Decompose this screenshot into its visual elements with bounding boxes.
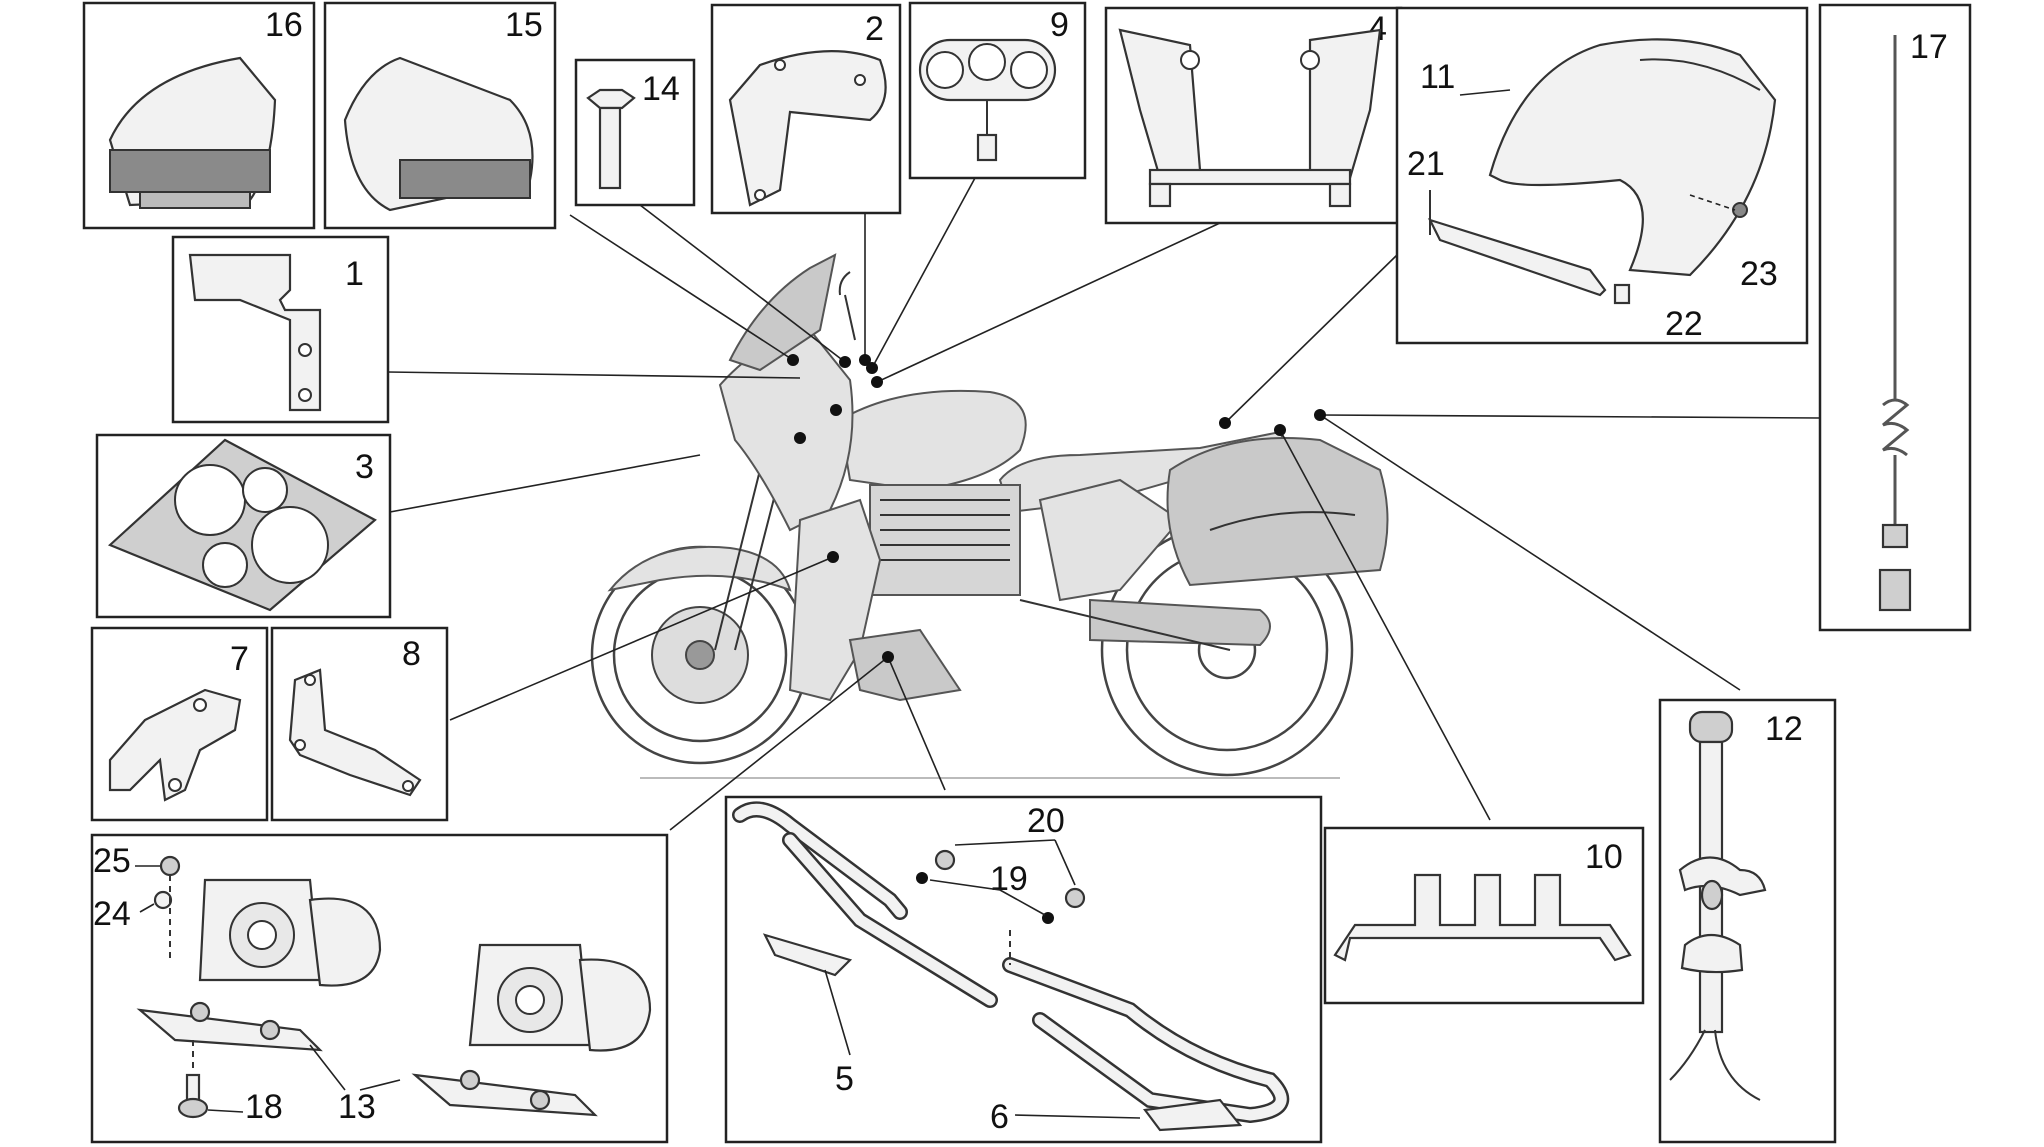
fuel-tank xyxy=(838,389,1027,492)
svg-text:8: 8 xyxy=(402,635,421,673)
engine xyxy=(869,484,1021,596)
svg-text:2: 2 xyxy=(865,10,884,48)
svg-text:12: 12 xyxy=(1765,710,1803,748)
svg-text:3: 3 xyxy=(355,448,374,486)
part-box-7: 7 xyxy=(90,626,269,822)
side-case xyxy=(1166,437,1389,587)
part-box-12: 12 xyxy=(1658,698,1837,1144)
svg-text:21: 21 xyxy=(1407,145,1445,183)
part-box-8: 8 xyxy=(270,626,449,822)
svg-text:15: 15 xyxy=(505,6,543,44)
part-box-17: 17 xyxy=(1818,3,1972,632)
svg-text:17: 17 xyxy=(1910,28,1948,66)
svg-text:6: 6 xyxy=(990,1098,1009,1136)
svg-text:5: 5 xyxy=(835,1060,854,1098)
svg-text:19: 19 xyxy=(990,860,1028,898)
svg-text:14: 14 xyxy=(642,70,680,108)
svg-text:7: 7 xyxy=(230,640,249,678)
svg-text:13: 13 xyxy=(338,1088,376,1126)
svg-text:18: 18 xyxy=(245,1088,283,1126)
part-box-10: 10 xyxy=(1323,826,1645,1005)
part-box-5: 20 19 5 6 xyxy=(724,795,1323,1144)
part-box-2: 2 xyxy=(710,3,902,215)
leader-lines xyxy=(387,177,1821,831)
svg-text:24: 24 xyxy=(93,895,131,933)
svg-text:10: 10 xyxy=(1585,838,1623,876)
svg-text:22: 22 xyxy=(1665,305,1703,343)
engine-guard xyxy=(848,628,962,702)
part-box-14: 14 xyxy=(574,58,696,207)
svg-text:25: 25 xyxy=(93,842,131,880)
svg-text:20: 20 xyxy=(1027,802,1065,840)
part-box-9: 9 xyxy=(908,1,1087,180)
connection-dots xyxy=(787,354,1326,663)
part-box-11: 11 21 23 22 xyxy=(1395,6,1809,345)
part-box-16: 16 xyxy=(82,1,316,230)
svg-text:16: 16 xyxy=(265,6,303,44)
part-box-3: 3 xyxy=(95,433,392,619)
motorcycle-illustration xyxy=(590,253,1389,779)
part-box-4: 4 xyxy=(1104,6,1403,225)
part-box-15: 15 xyxy=(323,1,557,230)
svg-text:1: 1 xyxy=(345,255,364,293)
svg-text:9: 9 xyxy=(1050,6,1069,44)
svg-text:23: 23 xyxy=(1740,255,1778,293)
rear-frame-panel xyxy=(1038,478,1182,602)
part-box-1: 1 xyxy=(171,235,390,424)
svg-text:11: 11 xyxy=(1420,58,1455,96)
exhaust xyxy=(1089,598,1271,647)
windscreen xyxy=(728,253,837,372)
part-box-13: 25 24 18 13 xyxy=(90,833,669,1144)
front-fender xyxy=(607,545,792,592)
